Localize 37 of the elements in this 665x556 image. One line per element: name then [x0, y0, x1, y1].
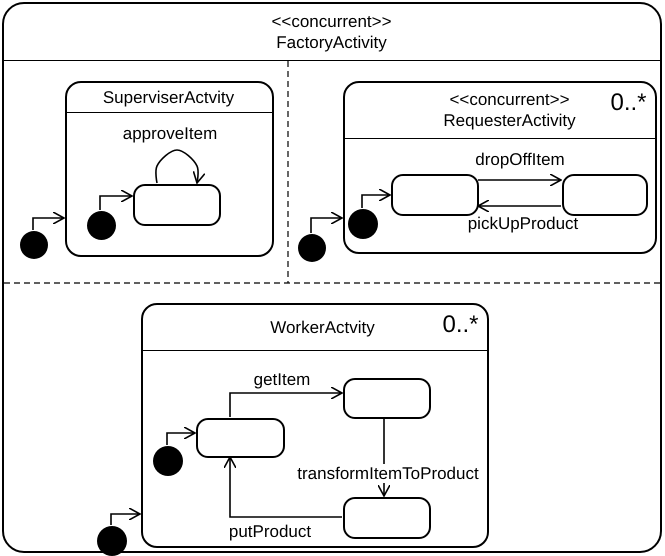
initial-state-dot [87, 211, 116, 240]
multiplicity: 0..* [442, 312, 478, 336]
initial-state-dot [20, 230, 48, 258]
state-box [343, 378, 431, 419]
state-box [133, 184, 221, 226]
state-box [562, 174, 648, 216]
edge-label: dropOffItem [475, 150, 565, 169]
edge-label: getItem [254, 370, 310, 389]
initial-state-dot [153, 446, 183, 476]
transition-arrow [110, 507, 141, 525]
edge-label: transformItemToProduct [297, 464, 479, 483]
state-name: WorkerActvity [269, 316, 376, 338]
transition-arrow [477, 199, 561, 213]
edge-label: approveItem [122, 124, 218, 143]
initial-state-dot [96, 526, 126, 556]
composite-state-box [64, 80, 274, 256]
edge-label: pickUpProduct [468, 214, 578, 233]
initial-state-dot [348, 209, 378, 239]
transition-arrow [229, 386, 343, 417]
edge-label: putProduct [228, 522, 312, 541]
state-box [391, 174, 479, 216]
transition-arrow [223, 456, 342, 518]
self-transition-arrow [155, 149, 206, 184]
state-name: <<concurrent>> RequesterActivity [442, 89, 577, 132]
transition-arrow [310, 211, 343, 233]
transition-arrow [32, 211, 65, 230]
state-box [343, 497, 431, 539]
initial-state-dot [298, 234, 326, 262]
state-box [196, 418, 285, 458]
transition-arrow [166, 426, 196, 445]
composite-state-box [342, 80, 656, 254]
state-name: SuperviserActvity [102, 86, 236, 108]
transition-arrow [361, 188, 391, 208]
state-name: <<concurrent>> FactoryActivity [270, 10, 393, 53]
multiplicity: 0..* [610, 90, 646, 114]
transition-arrow [478, 173, 562, 187]
transition-arrow [99, 189, 133, 210]
